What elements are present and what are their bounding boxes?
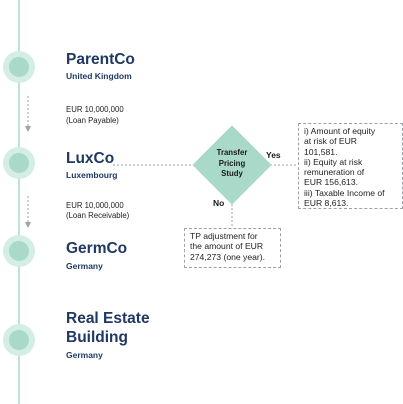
yes-outcome-box: i) Amount of equity at risk of EUR 101,5… — [298, 123, 403, 209]
no-label: No — [213, 198, 225, 208]
loan-type-2: (Loan Receivable) — [66, 211, 130, 220]
yes-box-line: at risk of EUR — [304, 136, 358, 147]
no-box-line: TP adjustment for — [190, 231, 258, 241]
yes-box-line: remuneration of — [304, 167, 365, 178]
loan-amount-2: EUR 10,000,000 — [66, 201, 124, 210]
entity-location-parentco: United Kingdom — [66, 71, 132, 81]
yes-box-line: 101,581. — [304, 146, 338, 157]
decision-label-line: Pricing — [218, 158, 246, 168]
entity-name-real-estate: Real Estate Building — [66, 309, 150, 347]
no-outcome-box: TP adjustment for the amount of EUR 274,… — [184, 228, 281, 268]
entity-location-luxco: Luxembourg — [66, 170, 118, 180]
arrow-head-icon — [25, 222, 31, 228]
decision-label-line: Transfer — [216, 148, 248, 157]
yes-box-line: iii) Taxable Income of — [304, 187, 385, 198]
no-box-line: 274,273 (one year). — [190, 251, 266, 262]
timeline-node-real-estate — [3, 324, 35, 356]
timeline-node-parentco — [3, 51, 35, 83]
entity-name-parentco: ParentCo — [66, 51, 135, 68]
arrow-head-icon — [25, 126, 31, 132]
timeline-node-germco — [3, 235, 35, 267]
timeline-node-luxco — [3, 147, 35, 179]
yes-box-line: ii) Equity at risk — [304, 156, 363, 167]
decision-label-line: Study — [221, 169, 243, 178]
entity-location-germco: Germany — [66, 261, 103, 271]
timeline-line — [18, 0, 20, 404]
yes-box-line: i) Amount of equity — [304, 126, 376, 136]
entity-name-line: Real Estate — [66, 310, 150, 327]
entity-name-luxco: LuxCo — [66, 150, 115, 167]
decision-label: Transfer Pricing Study — [202, 148, 262, 180]
entity-location-real-estate: Germany — [66, 350, 103, 360]
yes-box-line: EUR 8,613. — [304, 198, 349, 209]
yes-label: Yes — [266, 150, 281, 160]
entity-name-germco: GermCo — [66, 240, 128, 257]
loan-amount-1: EUR 10,000,000 — [66, 105, 124, 114]
yes-box-line: EUR 156,613. — [304, 177, 358, 188]
entity-name-line: Building — [66, 329, 128, 346]
no-box-line: the amount of EUR — [190, 241, 264, 252]
loan-type-1: (Loan Payable) — [66, 116, 119, 125]
